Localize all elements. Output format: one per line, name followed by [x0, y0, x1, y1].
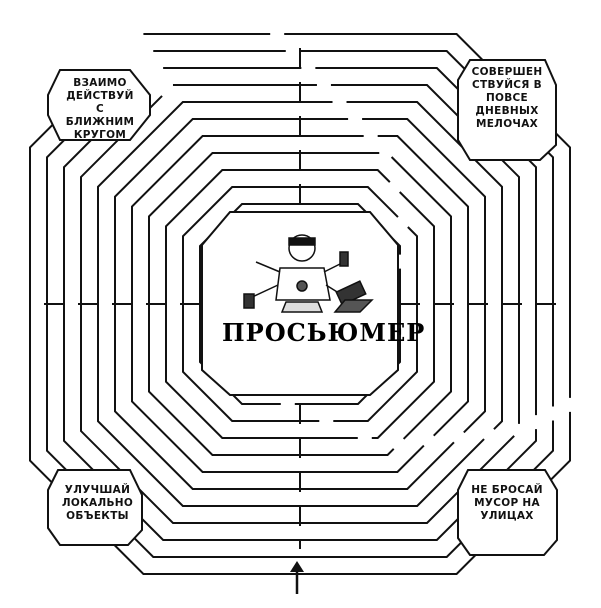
maze-ring — [114, 118, 486, 490]
chamber-bottom-right — [457, 469, 558, 556]
maze-ring — [165, 169, 435, 439]
corner-text-top-right: СОВЕРШЕН СТВУЙСЯ В ПОВСЕ ДНЕВНЫХ МЕЛОЧАХ — [471, 66, 543, 130]
maze-ring — [182, 186, 418, 422]
maze-ring — [131, 135, 469, 473]
maze-ring — [97, 101, 503, 507]
person-with-devices-icon — [243, 234, 374, 313]
center-title: ПРОСЬЮМЕР — [222, 318, 426, 347]
corner-text-bottom-right: НЕ БРОСАЙ МУСОР НА УЛИЦАХ — [471, 484, 543, 522]
chamber-top-left — [47, 69, 151, 141]
chamber-bottom-left — [47, 469, 143, 546]
chamber-top-right — [457, 59, 557, 161]
arrow-up-icon — [290, 561, 304, 594]
corner-text-bottom-left: УЛУЧШАЙ ЛОКАЛЬНО ОБЪЕКТЫ — [61, 484, 134, 522]
maze-ring — [148, 152, 452, 456]
corner-chambers — [47, 59, 558, 556]
corner-text-top-left: ВЗАИМО ДЕЙСТВУЙ С БЛИЖНИМ КРУГОМ — [65, 77, 135, 141]
